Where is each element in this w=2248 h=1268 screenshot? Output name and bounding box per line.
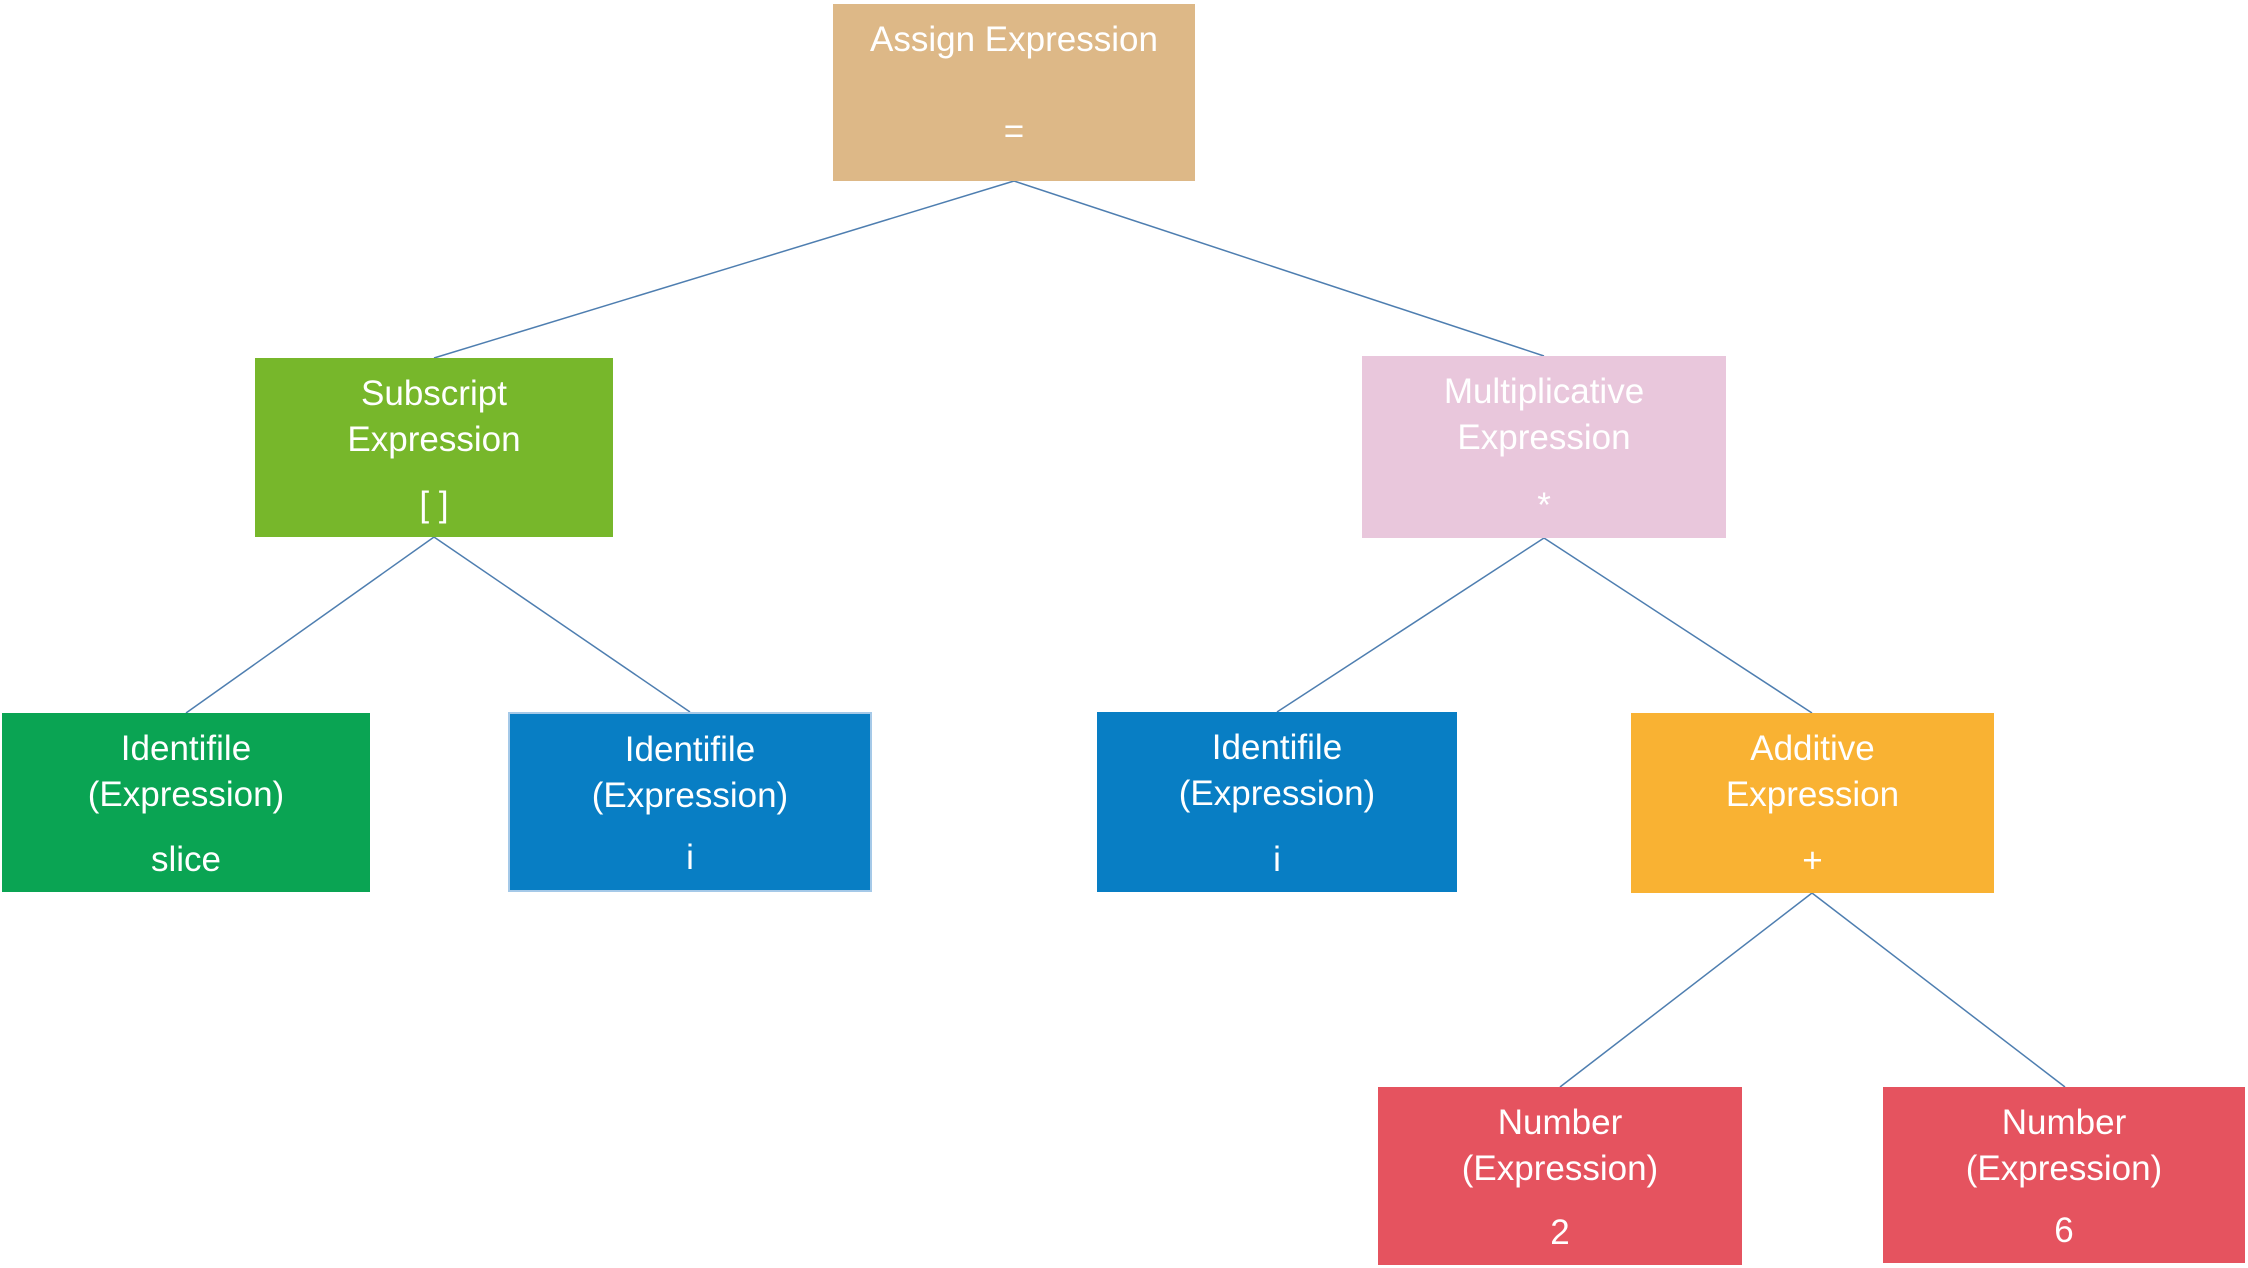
node-identifile-slice: Identifile (Expression) slice: [2, 713, 370, 892]
node-operator: +: [1802, 841, 1823, 880]
node-title: Multiplicative Expression: [1443, 372, 1645, 457]
edge-mult-to-ident-i: [1276, 537, 1545, 713]
node-title: Subscript Expression: [347, 374, 521, 459]
node-value: 2: [1550, 1213, 1570, 1252]
node-multiplicative-expression: Multiplicative Expression *: [1362, 356, 1726, 538]
node-additive-expression: Additive Expression +: [1631, 713, 1994, 893]
edge-additive-to-number-2: [1559, 892, 1813, 1088]
edge-assign-to-multiplicative: [1013, 180, 1545, 357]
node-title: Number (Expression): [1461, 1103, 1659, 1188]
node-value: i: [686, 838, 694, 877]
node-operator: [ ]: [419, 485, 449, 524]
node-value: 6: [2054, 1211, 2074, 1250]
node-assign-expression: Assign Expression =: [833, 4, 1195, 181]
node-value: i: [1273, 840, 1281, 879]
node-title: Identifile (Expression): [1178, 728, 1376, 813]
node-title: Assign Expression: [870, 20, 1158, 59]
node-number-6: Number (Expression) 6: [1883, 1087, 2245, 1263]
node-subscript-expression: Subscript Expression [ ]: [255, 358, 613, 537]
node-operator: *: [1537, 486, 1551, 525]
node-identifile-i-left: Identifile (Expression) i: [508, 712, 872, 892]
node-operator: =: [1003, 112, 1025, 151]
node-title: Additive Expression: [1725, 729, 1900, 814]
node-identifile-i-right: Identifile (Expression) i: [1097, 712, 1457, 892]
node-title: Identifile (Expression): [591, 730, 789, 815]
node-title: Identifile (Expression): [87, 729, 285, 814]
node-value: slice: [150, 840, 222, 879]
node-number-2: Number (Expression) 2: [1378, 1087, 1742, 1265]
edge-assign-to-subscript: [433, 180, 1015, 359]
edge-mult-to-additive: [1543, 537, 1813, 714]
edge-additive-to-number-6: [1811, 892, 2066, 1088]
edge-subscript-to-ident-i: [433, 536, 691, 713]
node-title: Number (Expression): [1965, 1103, 2163, 1188]
edge-subscript-to-ident-slice: [185, 536, 435, 714]
